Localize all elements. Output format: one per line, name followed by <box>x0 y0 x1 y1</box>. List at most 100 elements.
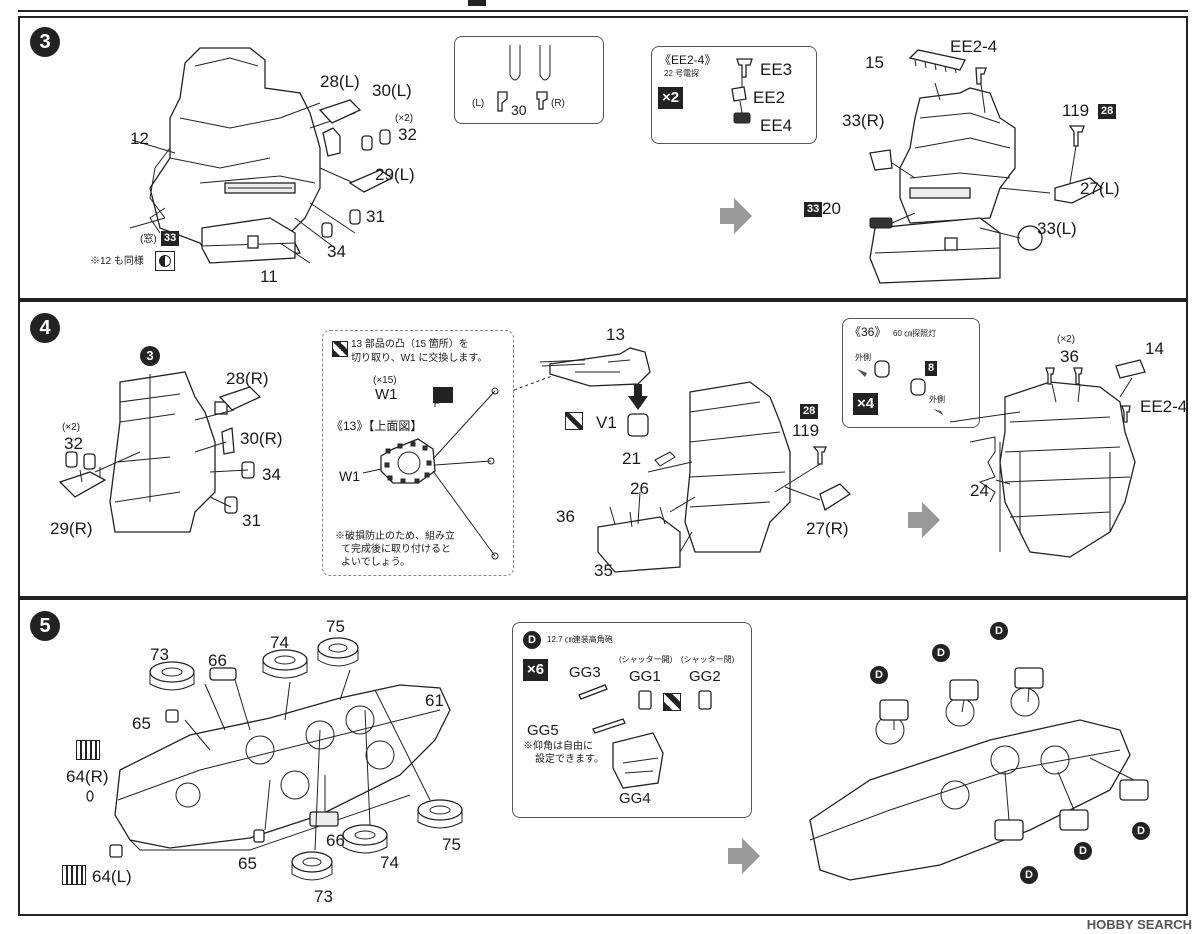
deck-hull-illustration <box>86 637 463 881</box>
part-label-30r: 30(R) <box>240 429 283 448</box>
step-number: 4 <box>30 313 60 343</box>
radar-quantity: ×2 <box>658 87 684 109</box>
step-4-panel: 4 3 28(R) (×2) 32 30(R) 34 29(R) 31 13 部… <box>18 300 1188 598</box>
sprue-gates-icon <box>497 45 551 112</box>
part-label-34: 34 <box>262 465 281 484</box>
gun-part-gg4: GG4 <box>619 790 651 807</box>
part-label-29r: 29(R) <box>50 519 93 538</box>
radar-part-ee3: EE3 <box>760 60 793 79</box>
gun-part-gg5: GG5 <box>527 722 559 739</box>
detail-note-line-1: ※破損防止のため、組み立 <box>335 531 455 542</box>
gun-part-gg1: GG1 <box>629 668 661 685</box>
d-marker-4: D <box>1132 822 1150 840</box>
gun-part-gg3: GG3 <box>569 664 601 681</box>
gun-part-gg2: GG2 <box>689 668 721 685</box>
part-label-26: 26 <box>630 479 649 498</box>
part-label-20: 20 <box>822 199 841 218</box>
quantity-x2: (×2) <box>62 422 81 433</box>
part-label-27r: 27(R) <box>806 519 849 538</box>
assembled-bridge-illustration <box>869 49 1104 284</box>
part-label-64l: 64(L) <box>92 867 132 886</box>
part-label-61: 61 <box>425 691 444 710</box>
part-label-75a: 75 <box>326 617 345 636</box>
paint-quad-icon <box>663 693 681 711</box>
paint-badge-28: 28 <box>1098 104 1117 119</box>
part-label-31: 31 <box>366 207 385 226</box>
part-label-73b: 73 <box>314 887 333 906</box>
note-12-same: ※12 も同様 <box>90 256 144 267</box>
part-30-left-label: (L) <box>472 98 485 109</box>
part-label-74b: 74 <box>380 853 399 872</box>
detail-instruction-line-1: 13 部品の凸（15 箇所）を <box>351 339 469 350</box>
detail-instruction-line-2: 切り取り、W1 に交換します。 <box>351 353 488 364</box>
part-30-number: 30 <box>511 102 527 118</box>
step-number: 3 <box>30 27 60 57</box>
part-label-66b: 66 <box>326 831 345 850</box>
part-label-65b: 65 <box>238 854 257 873</box>
top-panel-edge <box>18 0 1188 12</box>
part-30-callout: (L) 30 (R) <box>454 36 604 124</box>
paint-badge-33: 33 <box>161 231 180 246</box>
part-label-33r: 33(R) <box>842 111 885 130</box>
part-label-12: 12 <box>130 129 149 148</box>
part-label-66a: 66 <box>208 651 227 670</box>
part-label-36: 36 <box>556 507 575 526</box>
part-label-w1: W1 <box>375 386 398 403</box>
next-step-arrow <box>728 838 760 874</box>
radar-part-ee4: EE4 <box>760 116 793 135</box>
top-tab-mark <box>468 0 486 6</box>
d-marker-2: D <box>932 644 950 662</box>
part-label-33l: 33(L) <box>1037 219 1077 238</box>
paint-badge-33-result: 33 <box>804 202 823 217</box>
next-step-arrow <box>720 198 752 234</box>
detail-note-line-2: て完成後に取り付けると <box>341 544 451 555</box>
radar-subassembly-box: 《EE2-4》 22 号電探 ×2 EE3 EE2 EE4 <box>651 46 817 144</box>
gun-note-line-2: 設定できます。 <box>535 754 604 765</box>
reference-step-3: 3 <box>140 346 160 366</box>
outside-label-1: 外側 <box>855 353 871 362</box>
part-label-34: 34 <box>327 242 346 261</box>
paint-quad-icon <box>332 341 348 357</box>
gun-note-line-1: ※仰角は自由に <box>523 741 593 752</box>
part-label-74a: 74 <box>270 633 289 652</box>
gun-parts-icons <box>578 684 712 789</box>
quantity-x15: (×15) <box>373 375 397 386</box>
paint-grid-icon-64l <box>62 865 86 885</box>
d-marker-6: D <box>1020 866 1038 884</box>
part-label-27l: 27(L) <box>1080 179 1120 198</box>
d-marker-3: D <box>990 622 1008 640</box>
gun-quantity: ×6 <box>523 659 549 681</box>
step-5-panel: 5 73 66 74 75 61 65 64(R) <box>18 598 1188 916</box>
searchlight-subassembly-box: 《36》 60 ㎝探照灯 外側 8 ×4 外側 <box>842 318 980 428</box>
cut-tool-icon <box>565 412 583 430</box>
part-label-29l: 29(L) <box>375 165 415 184</box>
searchlight-parts-icons <box>857 360 943 415</box>
part-label-32: 32 <box>64 434 83 453</box>
paint-grid-icon-64r <box>76 740 100 760</box>
part-label-75b: 75 <box>442 835 461 854</box>
part-13-detail-box: 13 部品の凸（15 箇所）を 切り取り、W1 に交換します。 (×15) W1… <box>322 330 514 576</box>
shutter-closed-label: (シャッター閉) <box>681 655 735 664</box>
step-number: 5 <box>30 611 60 641</box>
searchlight-subtitle: 60 ㎝探照灯 <box>893 329 937 338</box>
part-label-31: 31 <box>242 511 261 530</box>
paint-badge-28: 28 <box>800 404 819 419</box>
part-13-top-view <box>362 387 499 560</box>
tower-with-platform-illustration <box>513 347 852 573</box>
radar-part-ee2: EE2 <box>753 88 786 107</box>
part-label-30l: 30(L) <box>372 81 412 100</box>
searchlight-title: 《36》 <box>849 325 887 339</box>
radar-subtitle: 22 号電探 <box>664 69 700 78</box>
part-label-65a: 65 <box>132 714 151 733</box>
tower-lower-illustration <box>58 371 262 533</box>
watermark: HOBBY SEARCH <box>1086 917 1192 932</box>
part-label-64r: 64(R) <box>66 767 109 786</box>
part-label-36-result: 36 <box>1060 347 1079 366</box>
part-label-ee2-4: EE2-4 <box>1140 397 1188 416</box>
part-label-73a: 73 <box>150 645 169 664</box>
part-label-24: 24 <box>970 481 989 500</box>
part-label-v1: V1 <box>596 413 617 432</box>
part-30-right-label: (R) <box>551 98 565 109</box>
assembled-tower-step4-illustration <box>949 359 1146 558</box>
window-note: (窓) <box>140 234 157 245</box>
